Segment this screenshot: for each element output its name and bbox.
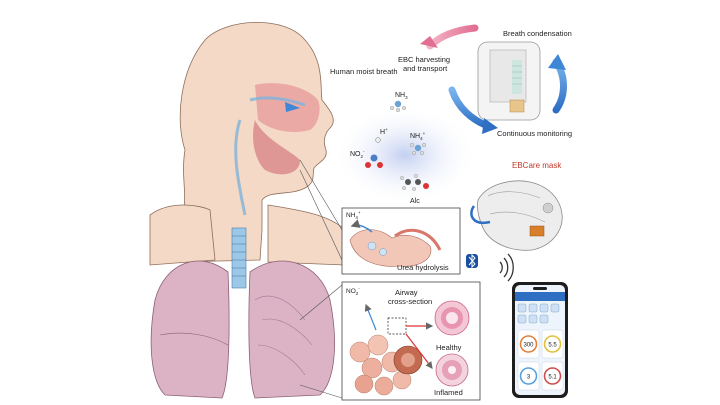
ebcare-mask-label: EBCare mask [512, 161, 562, 170]
breath-cloud [333, 105, 477, 205]
app-tile-1-value: 300 [523, 343, 534, 349]
app-tile-1[interactable]: 300 [517, 329, 540, 359]
nh3-label: NH3 [395, 92, 408, 100]
inset-no2-label: NO2- [346, 286, 360, 296]
inset-urea-hydrolysis: NH4+ Urea hydrolysis [341, 207, 461, 275]
inset-airway-cross-section: NO2- Airway cross-section Healthy [341, 281, 481, 401]
bluetooth-icon [466, 253, 478, 269]
continuous-monitoring-label: Continuous monitoring [497, 129, 572, 138]
molecule-alc: Alc [400, 174, 429, 205]
alveoli-cluster [349, 334, 412, 396]
app-tile-2[interactable]: 5.5 [541, 329, 564, 359]
nh4-label: NH4+ [410, 131, 426, 141]
molecule-nh3: NH3 [390, 92, 408, 112]
app-tile-4[interactable]: 5.1 [541, 361, 564, 391]
airway-healthy-circle [434, 300, 470, 336]
airway-section-inflamed-large [393, 345, 423, 375]
cross-section-label: cross-section [388, 297, 432, 306]
app-tile-3[interactable]: 3 [517, 361, 540, 391]
cycle-arrow-blue-right [548, 54, 567, 114]
exhaled-air-arrows [234, 96, 306, 216]
healthy-label: Healthy [436, 343, 462, 352]
trachea [231, 227, 247, 289]
and-transport-label: and transport [403, 64, 448, 73]
molecule-h-plus: H+ [375, 127, 388, 143]
breath-condensation-label: Breath condensation [503, 29, 572, 38]
airway-label: Airway [395, 288, 418, 297]
app-tile-3-value: 3 [527, 375, 531, 381]
app-icon-row [517, 303, 560, 324]
human-head-silhouette [149, 21, 346, 266]
urea-hydrolysis-label: Urea hydrolysis [397, 263, 449, 272]
wireless-signal-icon [499, 253, 514, 282]
airway-inflamed-circle [435, 353, 469, 387]
app-header-bar [515, 292, 565, 301]
cycle-arrow-pink [420, 24, 479, 50]
inflamed-label: Inflamed [434, 388, 463, 397]
smartphone: 300 5.5 3 5.1 [512, 282, 568, 398]
human-moist-breath-label: Human moist breath [330, 67, 398, 76]
alc-label: Alc [410, 198, 420, 205]
h-plus-label: H+ [380, 127, 388, 136]
lung-right [248, 260, 335, 399]
inset-nh4-label: NH4+ [346, 210, 361, 220]
ebc-harvesting-label: EBC harvesting [398, 55, 450, 64]
ebcare-mask-drawing [470, 180, 563, 251]
ebc-device [477, 41, 541, 121]
molecule-nh4: NH4+ [410, 131, 427, 155]
lung-left [150, 260, 230, 399]
app-tile-2-value: 5.5 [548, 343, 557, 349]
cycle-arrow-blue-left [448, 86, 498, 134]
no2-label: NO2- [350, 149, 365, 159]
app-tile-4-value: 5.1 [548, 375, 557, 381]
molecule-no2: NO2- [350, 149, 383, 168]
